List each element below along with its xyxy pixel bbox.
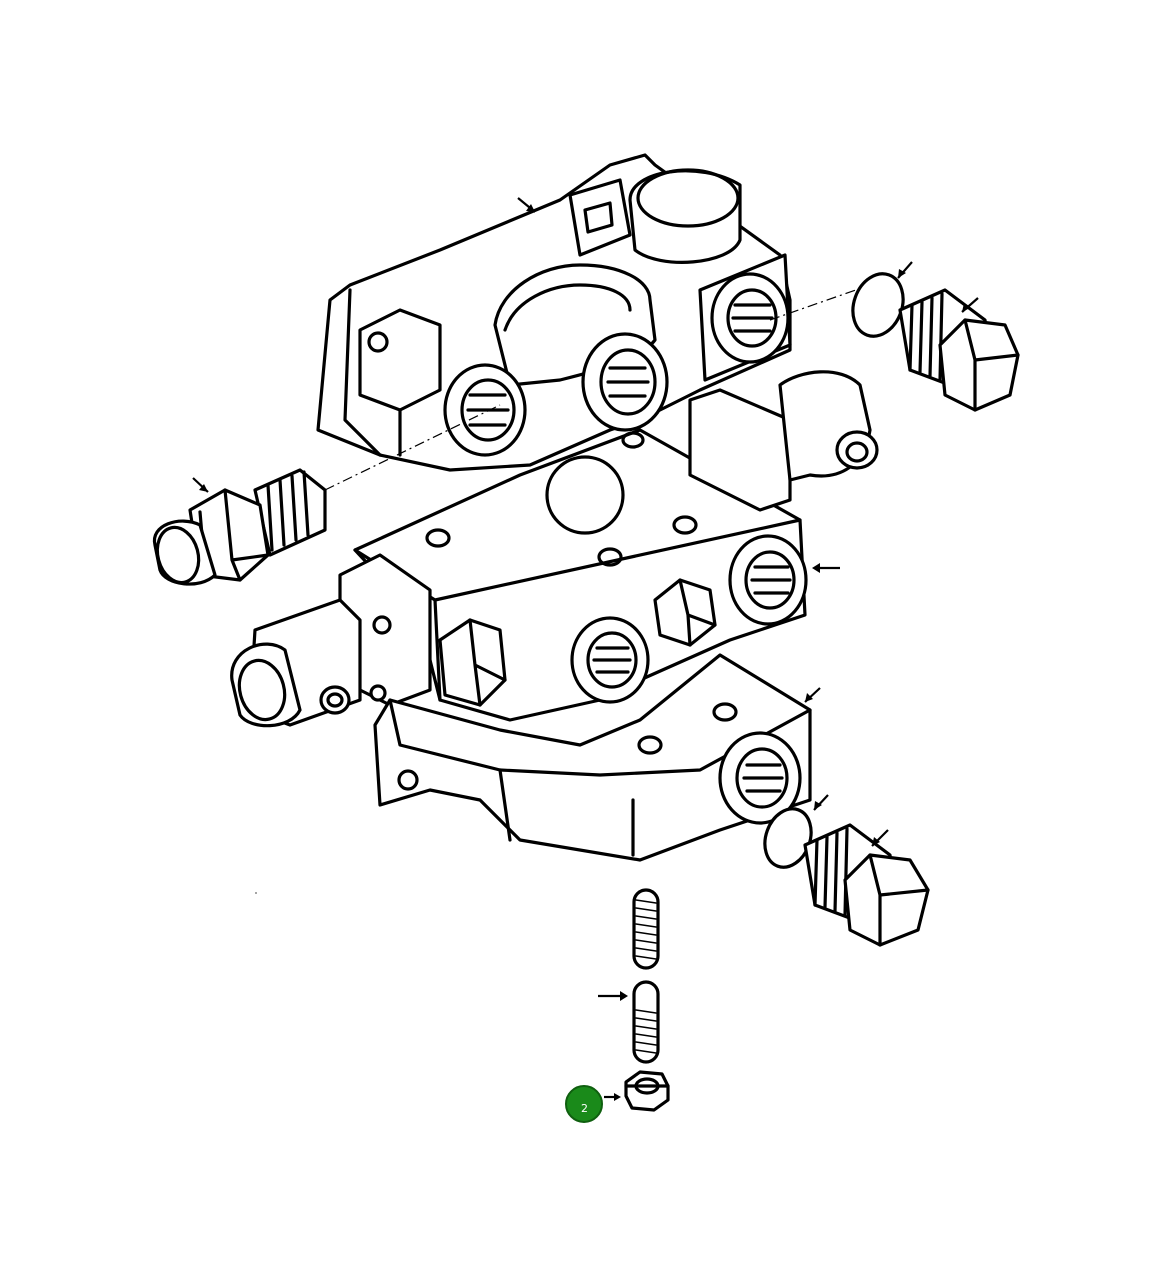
- upper-plug: [898, 288, 1020, 412]
- stray-mark: [255, 892, 257, 894]
- middle-section-block: [230, 370, 879, 728]
- callout-label: 2: [581, 1102, 588, 1115]
- assembly-centerline: [324, 404, 501, 491]
- assembly-centerline: [769, 284, 871, 321]
- stud-lower: [598, 980, 660, 1064]
- hex-nut: [604, 1070, 670, 1112]
- stud-upper: [632, 888, 660, 970]
- left-fitting: [152, 468, 327, 586]
- upper-valve-body: [316, 153, 792, 472]
- upper-o-ring: [851, 261, 913, 338]
- lower-end-cover: [373, 653, 821, 862]
- callout-marker[interactable]: 2: [565, 1085, 603, 1123]
- lower-plug: [803, 823, 930, 947]
